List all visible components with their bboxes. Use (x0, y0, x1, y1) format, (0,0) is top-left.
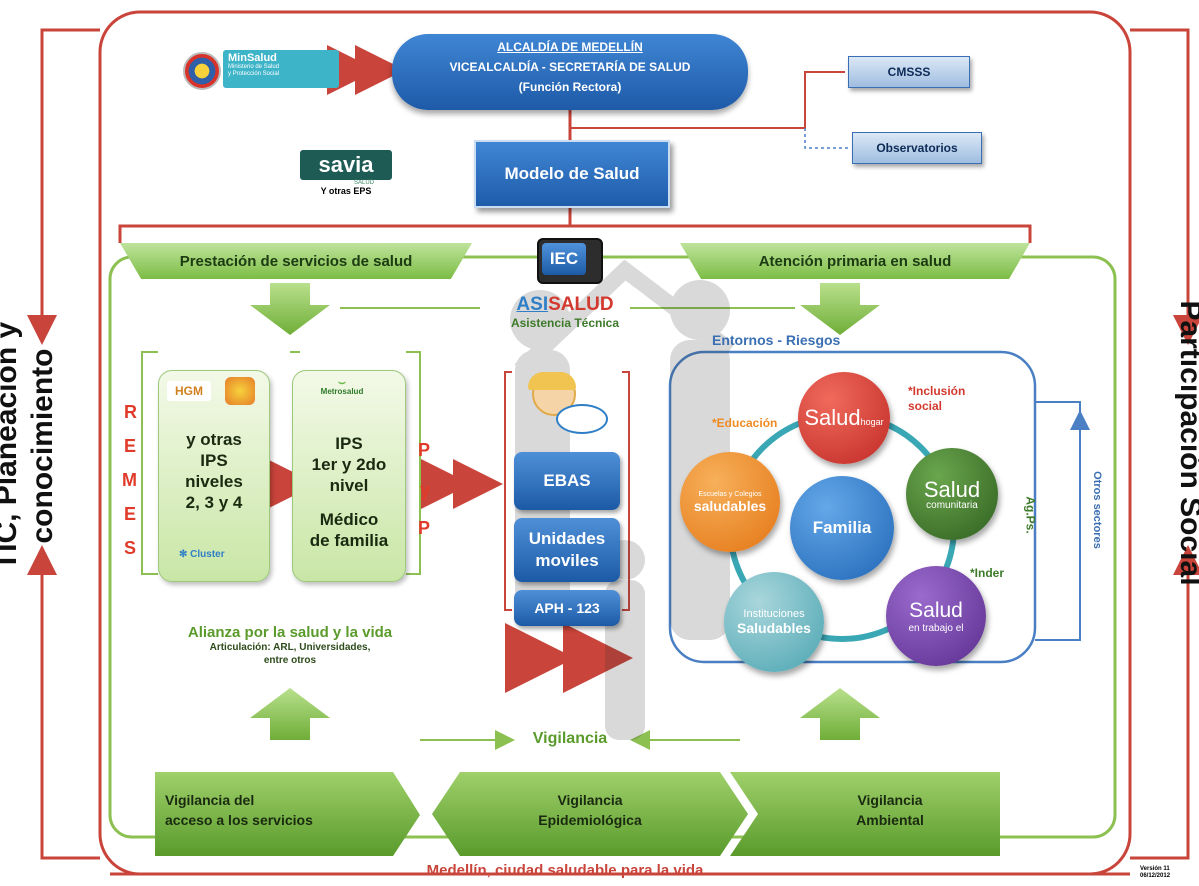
otros-sectores-label: Otros sectores (1091, 471, 1103, 549)
remes-letter-s: S (124, 538, 137, 558)
atencion-primaria-band: Atención primaria en salud (680, 243, 1030, 279)
remes-letter-r: R (124, 402, 137, 422)
vicealcaldia-title: VICEALCALDÍA - SECRETARÍA DE SALUD (449, 60, 691, 74)
unidades-moviles-tile: Unidades moviles (514, 518, 620, 582)
aph-tile: APH - 123 (514, 590, 620, 626)
remes-letter-m: M (122, 470, 137, 490)
savia-sub: SALUD (353, 180, 374, 186)
hospital-icon (225, 377, 255, 405)
cmsss-box: CMSSS (848, 56, 970, 88)
entornos-label: Entornos - Riesgos (712, 332, 841, 348)
footer-slogan: Medellín, ciudad saludable para la vida (426, 862, 704, 879)
agps-label: Ag.Ps. (1023, 496, 1038, 534)
savia-wordmark: savia (300, 150, 392, 180)
vigilancia-center-label: Vigilancia (532, 730, 608, 747)
observatorios-box: Observatorios (852, 132, 982, 164)
minsalud-logo: MinSalud Ministerio de Salud y Protecció… (183, 50, 343, 90)
salud-comunitaria-circle: Salud comunitaria (906, 448, 998, 540)
alianza-sub: Articulación: ARL, Universidades, entre … (209, 642, 371, 666)
escuelas-saludables-circle: Escuelas y Colegios saludables (680, 452, 780, 552)
asi-salud-logo: ASISALUD Asistencia Técnica (490, 294, 640, 342)
inder-label: *Inder (970, 566, 1005, 580)
version-label: Versión 11 06/12/2012 (1140, 866, 1171, 879)
otras-eps-caption: Y otras EPS (320, 186, 372, 196)
iec-label: IEC (542, 243, 586, 275)
familia-circle: Familia (790, 476, 894, 580)
iec-tv-icon: IEC (537, 232, 603, 284)
ipls-niveles-card: HGM y otras IPS niveles 2, 3 y 4 ✻ Clust… (158, 370, 270, 582)
left-side-label: TIC, Planeación y conocimiento (0, 322, 59, 571)
educacion-label: *Educación (712, 416, 778, 430)
modelo-salud-box: Modelo de Salud (474, 140, 670, 208)
right-side-label: Participación Social (1174, 300, 1199, 586)
instituciones-saludables-circle: Instituciones Saludables (724, 572, 824, 672)
pyp-letter-y: y (420, 480, 431, 500)
ips-primer-nivel-card: ⌣ Metrosalud IPS 1er y 2do nivel Médico … (292, 370, 406, 582)
prestacion-band: Prestación de servicios de salud (120, 243, 472, 279)
cluster-logo: ✻ Cluster (179, 549, 225, 560)
ebas-tile: EBAS (514, 452, 620, 510)
metrosalud-logo: ⌣ Metrosalud (320, 375, 364, 396)
salud-trabajo-circle: Salud en trabajo el (886, 566, 986, 666)
minsalud-sub: Ministerio de Salud y Protección Social (228, 64, 280, 77)
hgm-logo: HGM (167, 381, 211, 401)
funcion-rectora: (Función Rectora) (518, 80, 622, 94)
salud-text: SALUD (548, 294, 614, 315)
alcaldia-box: ALCALDÍA DE MEDELLÍN VICEALCALDÍA - SECR… (392, 34, 748, 110)
pyp-letter-p2: P (418, 518, 431, 538)
vigilancia-acceso: Vigilancia del acceso a los servicios (165, 792, 313, 828)
pyp-letter-p1: P (418, 440, 431, 460)
alianza-caption: Alianza por la salud y la vida Articulac… (140, 624, 440, 667)
vigilancia-ambiental: Vigilancia Ambiental (856, 792, 924, 828)
colombia-seal-icon (183, 52, 221, 90)
doctor-avatar-icon (520, 372, 608, 438)
savia-logo: savia SALUD Y otras EPS (300, 150, 392, 208)
remes-letter-e2: E (124, 504, 137, 524)
salud-hogar-circle: Saludhogar (798, 372, 890, 464)
asistencia-tecnica: Asistencia Técnica (510, 316, 620, 330)
medico-familia-text: Médico de familia (309, 510, 389, 550)
inclusion-social-label: *Inclusión social (908, 384, 966, 413)
minsalud-name: MinSalud (228, 52, 277, 64)
asi-text: ASI (516, 294, 549, 315)
remes-letter-e: E (124, 436, 137, 456)
alcaldia-title: ALCALDÍA DE MEDELLÍN (497, 40, 643, 54)
ips-niveles-text: y otras IPS niveles 2, 3 y 4 (185, 430, 243, 512)
ips-primer-nivel-text: IPS 1er y 2do nivel (311, 434, 387, 495)
alianza-title: Alianza por la salud y la vida (187, 624, 393, 641)
vigilancia-epidemiologica: Vigilancia Epidemiológica (538, 792, 642, 828)
